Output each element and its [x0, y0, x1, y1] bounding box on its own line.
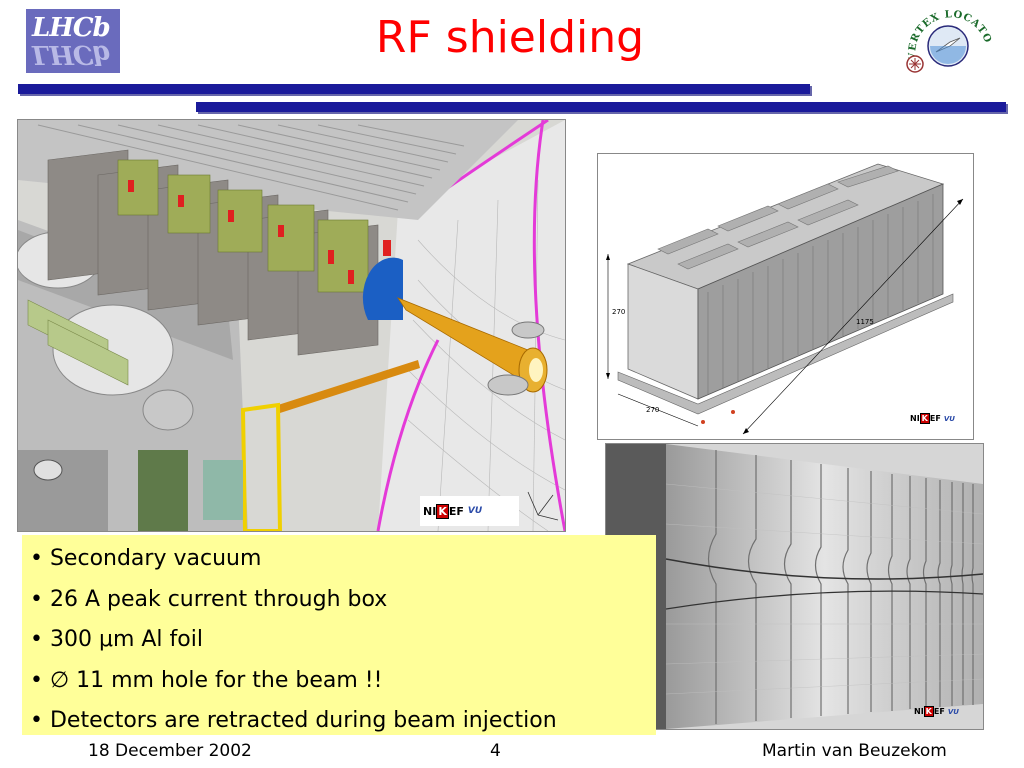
title-rule-upper — [18, 84, 810, 94]
velo-logo: VERTEX LOCATOR — [898, 2, 992, 73]
title-rule-lower — [196, 102, 1006, 112]
lhcb-logo-reflection: LHCb — [32, 39, 110, 69]
lhcb-logo: LHCb LHCb — [26, 9, 120, 73]
foil-mesh-image — [605, 443, 984, 730]
footer-author: Martin van Beuzekom — [762, 741, 947, 761]
bullet-item: • Detectors are retracted during beam in… — [30, 708, 557, 733]
footer-date: 18 December 2002 — [88, 741, 252, 761]
dim-width-label: 270 — [646, 406, 660, 414]
bullet-item: • ∅ 11 mm hole for the beam !! — [30, 667, 383, 693]
bullet-item: • Secondary vacuum — [30, 546, 262, 571]
bullet-item: • 26 A peak current through box — [30, 586, 388, 612]
bullet-box: • Secondary vacuum • 26 A peak current t… — [22, 535, 656, 735]
footer-page-number: 4 — [490, 741, 501, 761]
bullet-item: • 300 μm Al foil — [30, 627, 203, 652]
dim-length-label: 1175 — [856, 318, 874, 326]
slide-title: RF shielding — [375, 12, 645, 63]
detector-cad-image — [17, 119, 566, 532]
bullet-list: • Secondary vacuum • 26 A peak current t… — [22, 535, 656, 742]
dim-height-label: 270 — [612, 308, 626, 316]
rf-box-drawing — [597, 153, 974, 440]
